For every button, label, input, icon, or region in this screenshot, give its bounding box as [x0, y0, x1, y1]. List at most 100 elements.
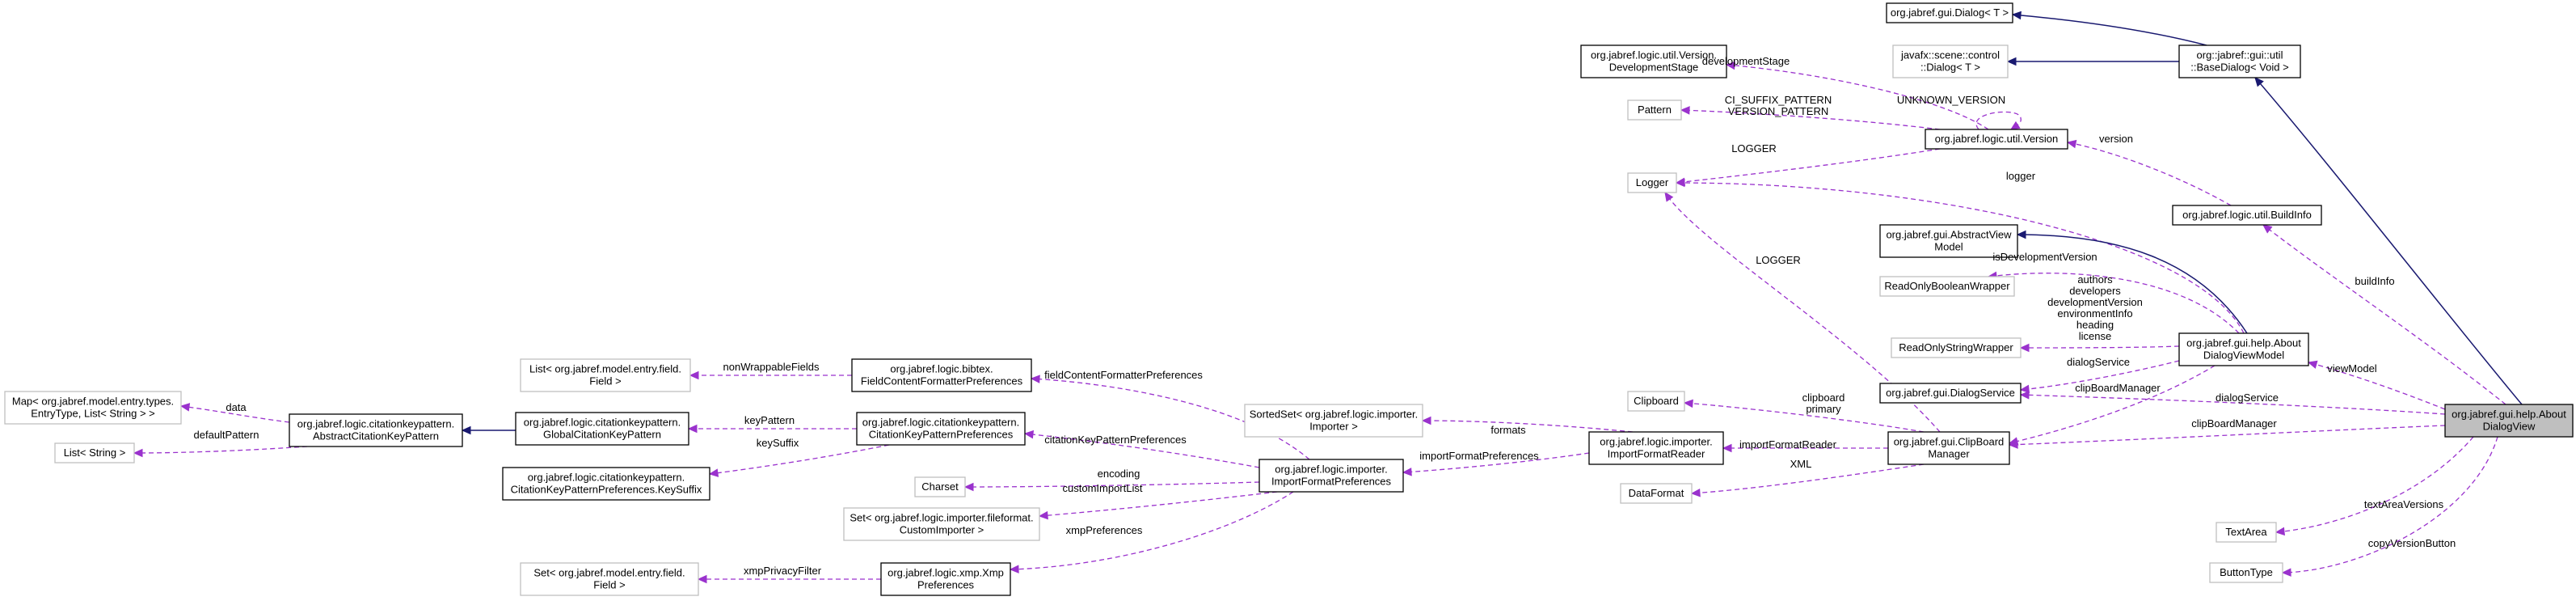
class-node-ro-string[interactable]: ReadOnlyStringWrapper: [1891, 337, 2022, 358]
arrowhead: [1683, 399, 1693, 408]
edge-label: primary: [1806, 403, 1841, 415]
class-node-box: [1886, 2, 2013, 23]
inheritance-edge-e34: [461, 425, 516, 435]
class-node-dialog-t[interactable]: org.jabref.gui.Dialog< T >: [1886, 2, 2013, 23]
class-node-box: [4, 391, 182, 425]
edge-line: [1680, 109, 1941, 130]
class-node-map-entry[interactable]: Map< org.jabref.model.entry.types.EntryT…: [4, 391, 182, 425]
association-edge-e27: [963, 481, 1260, 492]
edge-line: [2020, 394, 2446, 415]
edge-line: [2017, 234, 2248, 334]
edge-line: [2254, 77, 2523, 405]
edge-label: data: [226, 401, 247, 413]
class-node-box: [2172, 205, 2322, 226]
class-node-button-type[interactable]: ButtonType: [2209, 562, 2283, 583]
class-node-box: [515, 412, 689, 446]
class-node-box: [502, 467, 710, 501]
class-node-box: [843, 507, 1040, 541]
arrowhead: [2019, 391, 2030, 400]
arrowhead: [2019, 384, 2030, 394]
association-edge-e13: [2019, 343, 2180, 353]
class-node-javafx-dialog[interactable]: javafx::scene::control::Dialog< T >: [1892, 44, 2009, 78]
class-node-base-dialog[interactable]: org::jabref::gui::util::BaseDialog< Void…: [2178, 44, 2301, 78]
arrowhead: [689, 370, 699, 380]
arrowhead: [461, 425, 471, 435]
edge-line: [1676, 148, 1941, 184]
class-node-label: org.jabref.gui.DialogService: [1886, 387, 2015, 399]
class-node-box: [1879, 276, 2015, 297]
association-edge-e24: [1402, 452, 1590, 476]
arrowhead: [687, 424, 698, 434]
class-node-label: ImportFormatReader: [1608, 448, 1705, 460]
class-node-label: CitationKeyPatternPreferences: [869, 429, 1014, 441]
class-node-global-citation[interactable]: org.jabref.logic.citationkeypattern.Glob…: [515, 412, 689, 446]
class-node-field-content-prefs[interactable]: org.jabref.logic.bibtex.FieldContentForm…: [851, 358, 1032, 392]
edge-label: importFormatPreferences: [1419, 450, 1539, 462]
class-node-set-custom-importer[interactable]: Set< org.jabref.logic.importer.fileforma…: [843, 507, 1040, 541]
association-edge-e36: [133, 446, 308, 458]
arrowhead: [1680, 106, 1690, 115]
class-node-label: org.jabref.logic.bibtex.: [890, 363, 993, 375]
class-node-charset[interactable]: Charset: [914, 476, 966, 497]
class-node-build-info[interactable]: org.jabref.logic.util.BuildInfo: [2172, 205, 2322, 226]
class-node-version-stage[interactable]: org.jabref.logic.util.Version.Developmen…: [1580, 44, 1727, 78]
class-node-sorted-set[interactable]: SortedSet< org.jabref.logic.importer.Imp…: [1244, 404, 1423, 438]
class-node-box: [914, 476, 966, 497]
class-node-label: ::Dialog< T >: [1920, 61, 1980, 74]
class-node-pattern[interactable]: Pattern: [1627, 99, 1682, 121]
class-node-version[interactable]: org.jabref.logic.util.Version: [1925, 129, 2068, 150]
edge-label: developers: [2069, 285, 2121, 297]
edges-layer: [133, 11, 2523, 584]
class-node-dialog-service[interactable]: org.jabref.gui.DialogService: [1879, 383, 2022, 404]
class-node-import-format-reader[interactable]: org.jabref.logic.importer.ImportFormatRe…: [1588, 431, 1724, 465]
class-node-textarea[interactable]: TextArea: [2216, 522, 2277, 543]
association-edge-e8: [2066, 139, 2232, 206]
edge-label: heading: [2076, 319, 2114, 331]
edge-label: CI_SUFFIX_PATTERN: [1725, 94, 1832, 106]
class-node-label: TextArea: [2225, 526, 2267, 538]
inheritance-edge-e11: [2016, 230, 2248, 334]
class-node-label: DialogView: [2483, 421, 2536, 433]
edge-label: xmpPrivacyFilter: [744, 565, 822, 577]
edge-label: encoding: [1098, 468, 1140, 480]
arrowhead: [2275, 527, 2285, 536]
edge-label: keyPattern: [744, 414, 795, 426]
class-node-label: org.jabref.logic.xmp.Xmp: [887, 567, 1004, 579]
class-node-box: [2216, 522, 2277, 543]
class-node-import-format-prefs[interactable]: org.jabref.logic.importer.ImportFormatPr…: [1258, 459, 1404, 493]
edge-label: environmentInfo: [2057, 307, 2132, 320]
edge-label: copyVersionButton: [2368, 537, 2456, 549]
arrowhead: [2066, 139, 2077, 149]
class-node-list-field[interactable]: List< org.jabref.model.entry.field.Field…: [520, 358, 691, 392]
class-node-label: DataFormat: [1629, 487, 1684, 499]
class-node-box: [520, 358, 691, 392]
edge-label: nonWrappableFields: [723, 361, 820, 373]
class-node-box: [1892, 44, 2009, 78]
class-node-list-string[interactable]: List< String >: [54, 442, 135, 463]
class-node-data-format[interactable]: DataFormat: [1620, 483, 1693, 504]
class-node-logger[interactable]: Logger: [1627, 172, 1677, 193]
class-node-box: [1627, 172, 1677, 193]
class-node-keysuffix[interactable]: org.jabref.logic.citationkeypattern.Cita…: [502, 467, 710, 501]
edge-label: keySuffix: [757, 437, 799, 449]
edge-label: authors: [2077, 273, 2113, 286]
class-node-clipboard[interactable]: Clipboard: [1627, 391, 1685, 412]
association-edge-e4: [1725, 61, 1989, 130]
edge-label: clipBoardManager: [2191, 417, 2277, 430]
association-edge-e9: [1675, 178, 2245, 334]
association-edge-e21: [1690, 463, 1925, 497]
edge-label: clipboard: [1802, 391, 1845, 404]
edge-line: [2020, 345, 2180, 349]
class-node-abstract-citation[interactable]: org.jabref.logic.citationkeypattern.Abst…: [289, 413, 463, 447]
class-node-ro-boolean[interactable]: ReadOnlyBooleanWrapper: [1879, 276, 2015, 297]
class-node-citation-key-prefs[interactable]: org.jabref.logic.citationkeypattern.Cita…: [856, 412, 1026, 446]
edge-label: isDevelopmentVersion: [1992, 251, 2097, 263]
class-node-label: Logger: [1636, 176, 1669, 188]
arrowhead: [1722, 443, 1732, 453]
class-node-set-field[interactable]: Set< org.jabref.model.entry.field.Field …: [520, 562, 699, 596]
